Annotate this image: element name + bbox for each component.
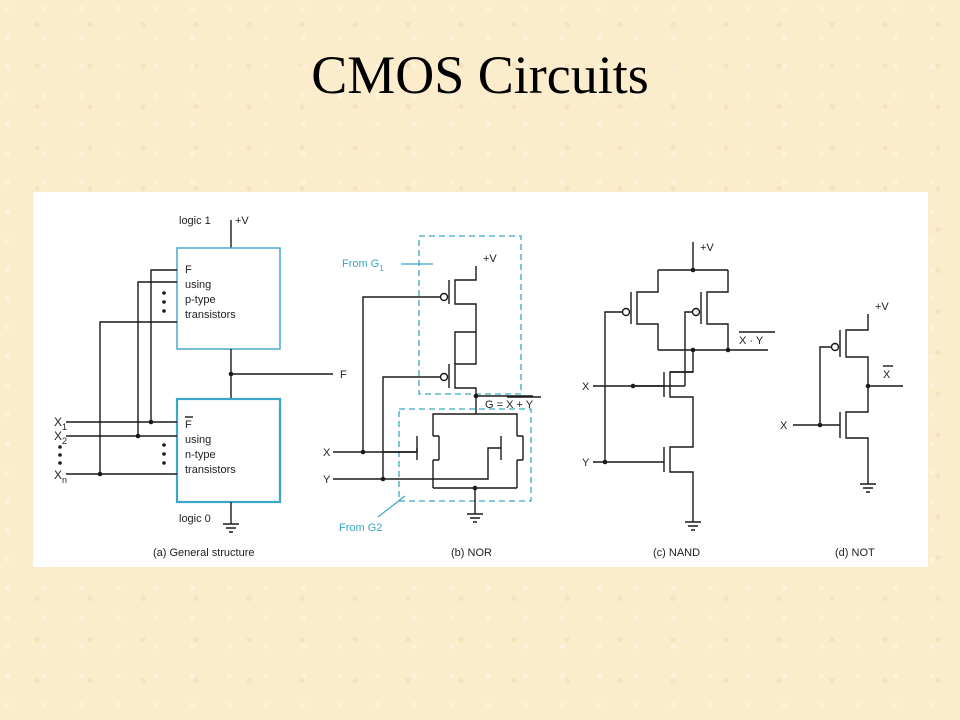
g2-box [398,408,532,502]
caption-general: (a) General structure [153,547,254,559]
logic1-label: logic 1 [179,215,211,227]
nor-plusv: +V [483,253,497,265]
p-block-transistors: transistors [185,309,236,321]
input-x1: X1 [54,415,67,432]
nand-plusv: +V [700,242,714,254]
p-block-f: F [185,264,192,276]
nor-x: X [323,447,331,459]
not-x: X [780,420,788,432]
g1-box [418,235,522,395]
input-x2: X2 [54,429,67,446]
from-g2-label: From G2 [339,522,382,534]
nand-y: Y [582,457,590,469]
not-output: X [883,369,891,381]
nor-gate: From G1 From G2 +V G = X + Y [323,235,541,559]
n-type-block [175,397,282,504]
caption-nand: (c) NAND [653,547,700,559]
not-gate: +V X X (d) NOT [780,301,903,559]
logic0-label: logic 0 [179,513,211,525]
nor-y: Y [323,474,331,486]
nor-output: G = X + Y [485,399,534,411]
input-xn: Xn [54,468,67,485]
from-g1-label: From G1 [342,258,384,273]
cmos-diagram: .w { stroke:#1a1a1a; stroke-width:1.4; f… [54,215,903,559]
slide-title: CMOS Circuits [311,45,649,105]
p-block-using: using [185,279,211,291]
cmos-figure: .w { stroke:#1a1a1a; stroke-width:1.4; f… [33,192,928,567]
not-plusv: +V [875,301,889,313]
nand-output: X · Y [739,335,764,347]
caption-nor: (b) NOR [451,547,492,559]
nand-x: X [582,381,590,393]
n-block-f: F [185,419,192,431]
n-block-transistors: transistors [185,464,236,476]
p-type-block [176,247,281,350]
plusv-label: +V [235,215,249,227]
n-block-using: using [185,434,211,446]
output-f-label: F [340,369,347,381]
p-block-type: p-type [185,294,216,306]
general-structure: logic 1 +V F using p-type transistors F … [54,215,347,559]
nand-gate: +V X · Y X Y (c) NAND [582,242,775,559]
caption-not: (d) NOT [835,547,875,559]
n-block-type: n-type [185,449,216,461]
